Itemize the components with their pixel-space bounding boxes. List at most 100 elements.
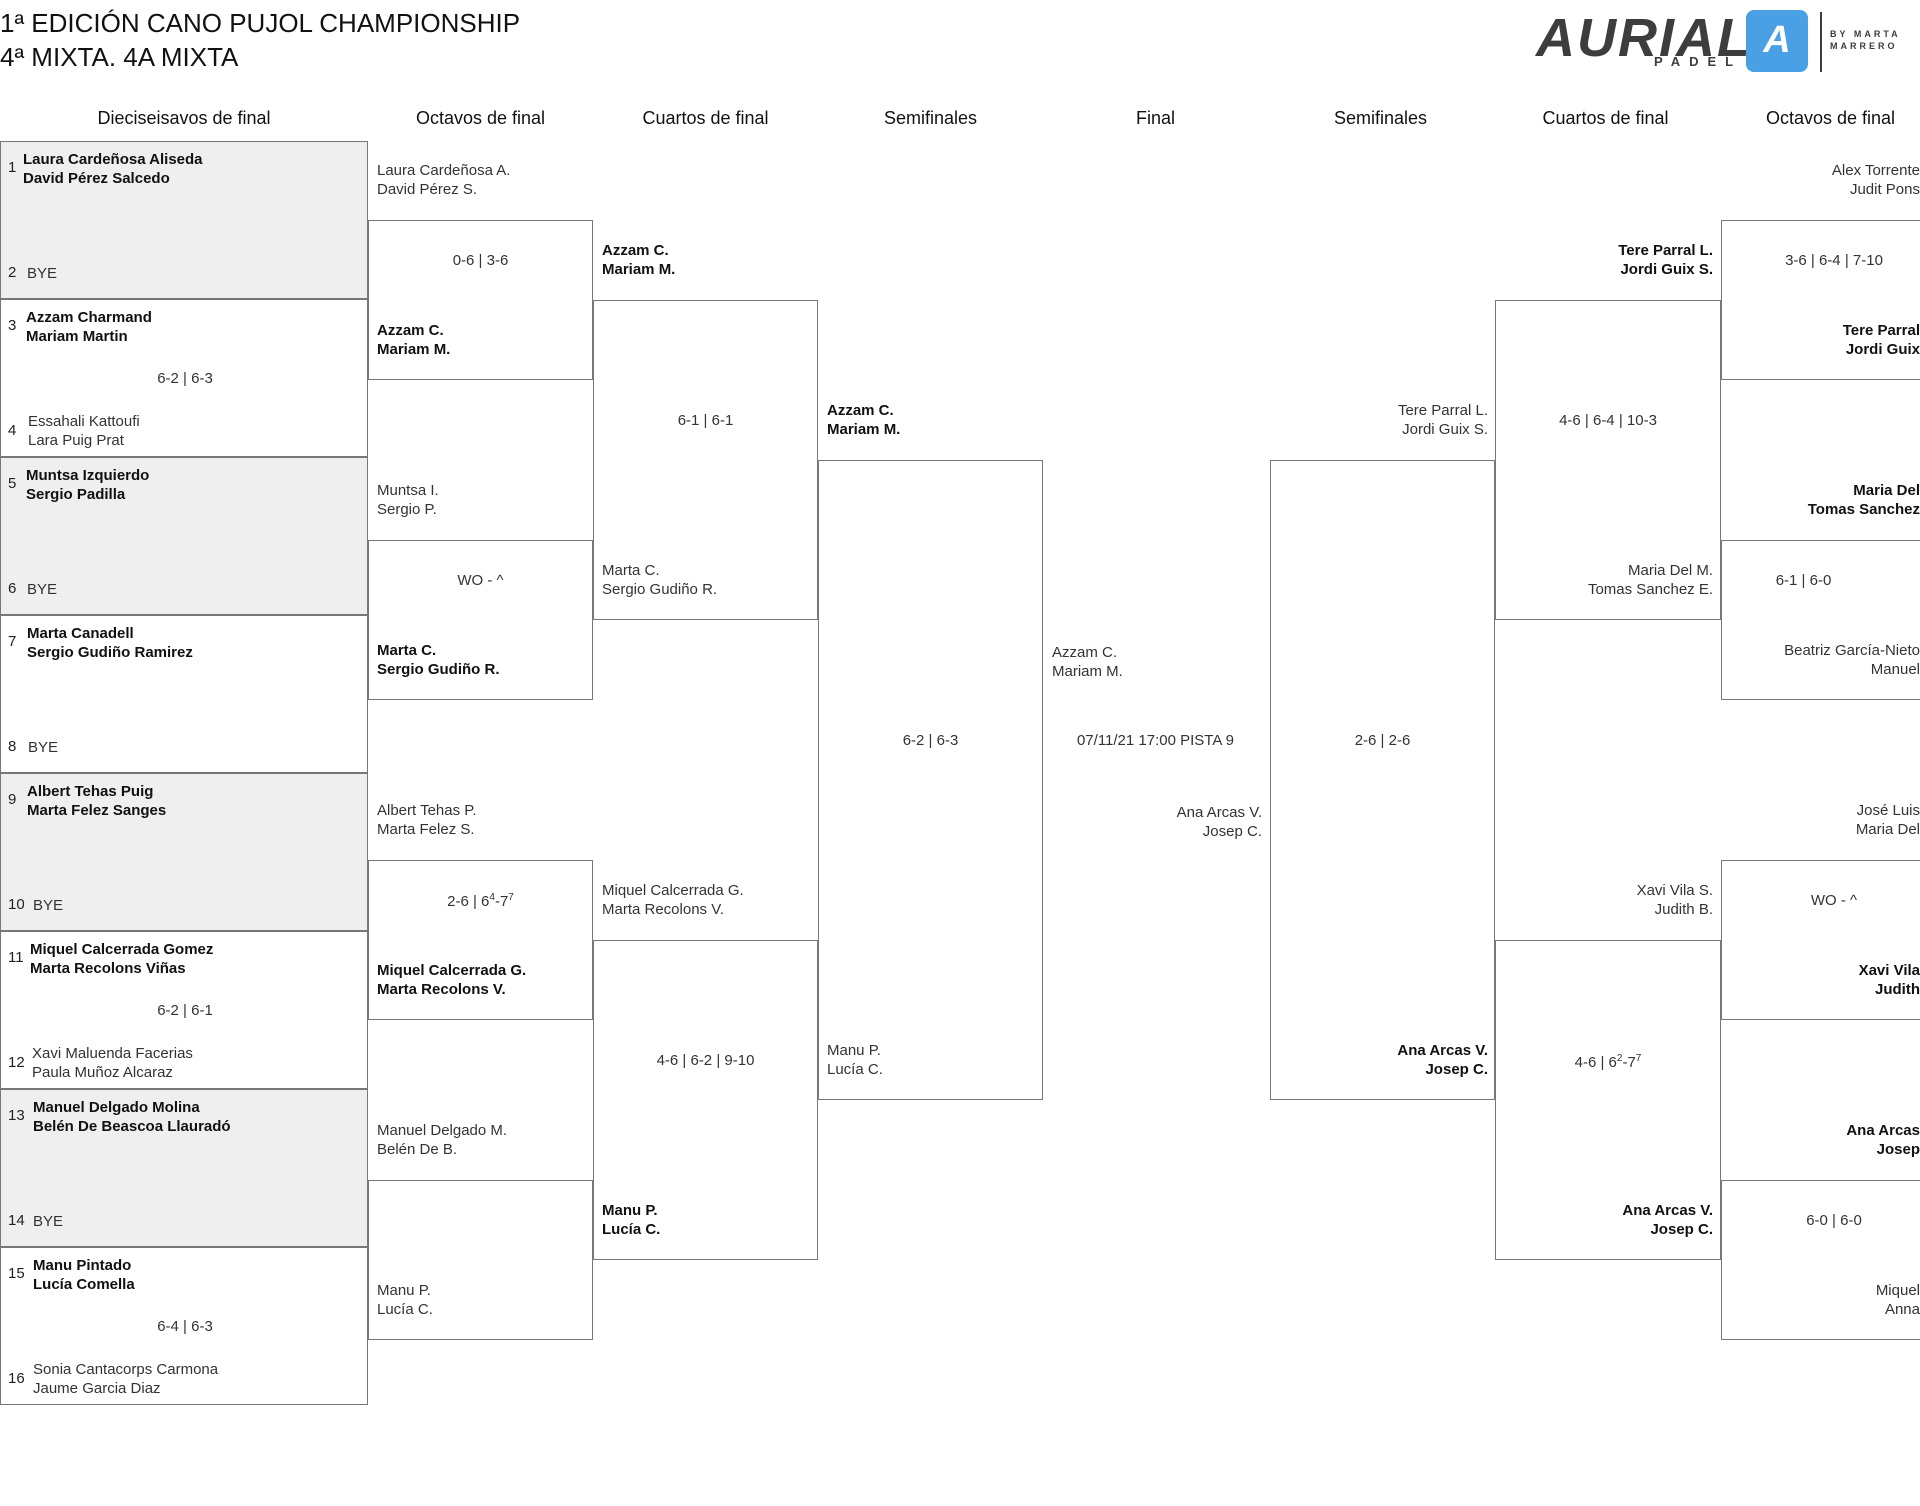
team-entry: Azzam C. Mariam M. — [602, 241, 675, 279]
player-name: Tere Parral L. — [1397, 402, 1488, 419]
seed-number: 6 — [8, 580, 17, 597]
player-name: Josep C. — [1650, 1221, 1713, 1238]
bracket-connector — [1495, 300, 1721, 620]
team-entry: José Luis Maria Del — [1730, 801, 1920, 839]
match-score: 6-1 | 6-0 — [1775, 572, 1832, 589]
team-entry: Azzam C. Mariam M. — [377, 321, 450, 359]
column-header-qf-left: Cuartos de final — [642, 108, 769, 128]
player-name: Jaume Garcia Diaz — [33, 1380, 161, 1397]
bracket-connector — [1270, 460, 1495, 1100]
seed-number: 12 — [8, 1054, 25, 1071]
player-name: Lucía C. — [602, 1221, 661, 1238]
final-schedule: 07/11/21 17:00 PISTA 9 — [1076, 732, 1235, 749]
team-entry: Manuel Delgado M. Belén De B. — [377, 1121, 507, 1159]
seed-number: 11 — [8, 949, 24, 966]
bracket-connector — [368, 860, 593, 1020]
r32-match: 7 Marta Canadell Sergio Gudiño Ramirez 8… — [0, 615, 368, 773]
seed-number: 2 — [8, 264, 17, 281]
team-entry: Maria Del Tomas Sanchez — [1730, 481, 1920, 519]
player-name: Xavi Maluenda Facerias — [32, 1045, 193, 1062]
final-team-b: Ana Arcas V. Josep C. — [1090, 803, 1262, 841]
seed-number: 13 — [8, 1107, 25, 1124]
player-name: Tomas Sanchez — [1807, 501, 1920, 518]
player-name: Manu P. — [827, 1042, 881, 1059]
bracket-connector — [1495, 940, 1721, 1260]
player-name: Azzam C. — [1052, 644, 1118, 661]
player-name: Muntsa Izquierdo — [26, 467, 150, 484]
player-name: Marta Recolons Viñas — [30, 960, 186, 977]
player-name: Lara Puig Prat — [28, 432, 124, 449]
player-name: Belén De B. — [377, 1141, 458, 1158]
player-name: Mariam M. — [602, 261, 676, 278]
player-name: Sergio Padilla — [26, 486, 126, 503]
player-name: Azzam C. — [827, 402, 894, 419]
player-name: BYE — [27, 265, 58, 282]
team-entry: Miquel Calcerrada G. Marta Recolons V. — [377, 961, 526, 999]
player-name: Maria Del — [1855, 821, 1920, 838]
player-name: Tere Parral L. — [1618, 242, 1713, 259]
team-a: Laura Cardeñosa Aliseda David Pérez Salc… — [23, 150, 203, 188]
team-entry: Muntsa I. Sergio P. — [377, 481, 439, 519]
player-name: Miquel — [1875, 1282, 1920, 1299]
team-entry: Ana Arcas V. Josep C. — [1280, 1041, 1488, 1079]
team-b: Xavi Maluenda Facerias Paula Muñoz Alcar… — [32, 1044, 193, 1082]
team-entry: Miquel Calcerrada G. Marta Recolons V. — [602, 881, 744, 919]
seed-number: 10 — [8, 896, 25, 913]
player-name: Tomas Sanchez E. — [1587, 581, 1713, 598]
player-name: Manuel Delgado Molina — [33, 1099, 200, 1116]
player-name: Sonia Cantacorps Carmona — [33, 1361, 219, 1378]
bracket-connector — [593, 300, 818, 620]
player-name: David Pérez Salcedo — [23, 170, 170, 187]
team-entry: Azzam C. Mariam M. — [827, 401, 900, 439]
player-name: David Pérez S. — [377, 181, 478, 198]
player-name: Mariam M. — [1052, 663, 1123, 680]
player-name: Maria Del — [1853, 482, 1920, 499]
team-a: Miquel Calcerrada Gomez Marta Recolons V… — [30, 940, 213, 978]
player-name: Lucía C. — [827, 1061, 883, 1078]
seed-number: 16 — [8, 1370, 25, 1387]
r32-match: 15 Manu Pintado Lucía Comella 6-4 | 6-3 … — [0, 1247, 368, 1405]
player-name: Muntsa I. — [377, 482, 439, 499]
page-subtitle: 4ª MIXTA. 4A MIXTA — [0, 42, 239, 72]
logo-mark-icon: A — [1746, 10, 1808, 72]
player-name: Ana Arcas V. — [1397, 1042, 1488, 1059]
team-a: Manuel Delgado Molina Belén De Beascoa L… — [33, 1098, 231, 1136]
bracket-connector — [368, 1180, 593, 1340]
column-header-sf-right: Semifinales — [1333, 108, 1428, 128]
player-name: Manuel — [1870, 661, 1920, 678]
column-header-final: Final — [1135, 108, 1175, 128]
player-name: Marta Canadell — [27, 625, 134, 642]
page-title: 1ª EDICIÓN CANO PUJOL CHAMPIONSHIP — [0, 8, 521, 38]
bracket-connector — [1721, 540, 1920, 700]
player-name: Azzam C. — [602, 242, 669, 259]
bracket-connector — [1721, 860, 1920, 1020]
seed-number: 7 — [8, 633, 17, 650]
match-score: 2-6 | 64-77 — [447, 892, 514, 910]
player-name: Belén De Beascoa Llauradó — [33, 1118, 231, 1135]
player-name: Paula Muñoz Alcaraz — [32, 1064, 173, 1081]
match-score: 6-1 | 6-1 — [677, 412, 734, 429]
player-name: BYE — [27, 581, 58, 598]
player-name: Albert Tehas P. — [377, 802, 477, 819]
team-entry: Manu P. Lucía C. — [602, 1201, 660, 1239]
player-name: Ana Arcas V. — [1622, 1202, 1713, 1219]
player-name: Azzam C. — [377, 322, 444, 339]
match-score: WO - ^ — [1810, 892, 1858, 909]
player-name: Manu P. — [602, 1202, 658, 1219]
logo-sub: PADEL — [1654, 54, 1743, 69]
logo-word: AURIAL — [1536, 8, 1752, 68]
seed-number: 14 — [8, 1212, 25, 1229]
player-name: Laura Cardeñosa Aliseda — [23, 151, 203, 168]
team-entry: Miquel Anna — [1730, 1281, 1920, 1319]
bracket-connector — [1721, 1180, 1920, 1340]
bracket-connector — [368, 220, 593, 380]
seed-number: 8 — [8, 738, 17, 755]
player-name: Miquel Calcerrada G. — [377, 962, 527, 979]
player-name: Lucía Comella — [33, 1276, 135, 1293]
team-entry: Manu P. Lucía C. — [827, 1041, 883, 1079]
player-name: Jordi Guix S. — [1620, 261, 1713, 278]
player-name: Anna — [1884, 1301, 1920, 1318]
team-entry: Ana Arcas Josep — [1730, 1121, 1920, 1159]
player-name: Manu Pintado — [33, 1257, 132, 1274]
player-name: Maria Del M. — [1627, 562, 1713, 579]
